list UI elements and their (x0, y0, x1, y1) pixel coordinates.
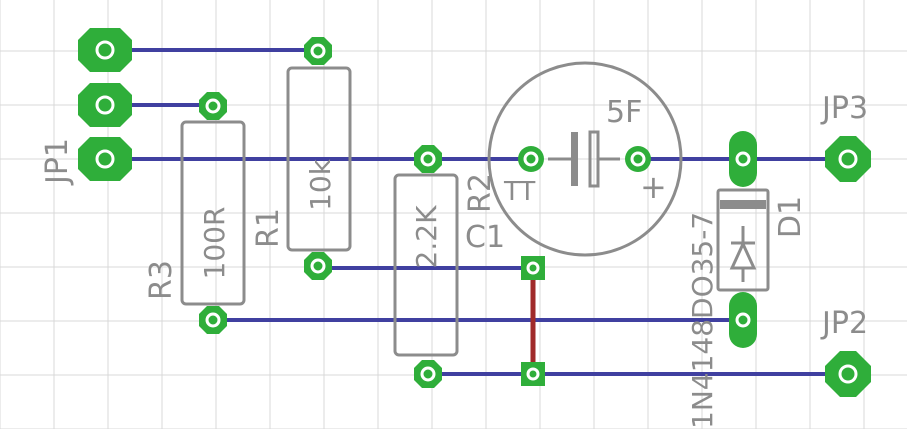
r2-hole-top (420, 151, 436, 167)
d1-body[interactable] (716, 188, 770, 292)
c1-plate-left (571, 132, 578, 186)
c1-hole-neg (523, 151, 539, 167)
r2-pad-top[interactable] (414, 145, 442, 173)
jp3-hole (838, 149, 858, 169)
d1-triangle (729, 240, 757, 270)
c1-body[interactable] (487, 61, 683, 257)
jp2-hole (838, 364, 858, 384)
jp1-hole-1 (95, 40, 115, 60)
labels: JP1 JP3 JP2 R1 10k R3 100R R2 2.2K C1 5F… (40, 91, 868, 429)
d1-cathode-band (720, 200, 766, 209)
r3-pad-bottom[interactable] (199, 306, 227, 334)
jp1-pad-1[interactable] (78, 28, 132, 72)
d1-symbol (720, 200, 766, 282)
r3-name-label: R3 (144, 260, 179, 300)
via-bottom[interactable] (521, 362, 545, 386)
r2-pad-bottom[interactable] (414, 360, 442, 388)
r1-pad-bottom[interactable] (304, 252, 332, 280)
jp1-hole-3 (95, 149, 115, 169)
c1-value-label: 5F (606, 95, 642, 130)
r2-name-label: R2 (463, 173, 498, 213)
pads (78, 28, 871, 397)
c1-name-label: C1 (465, 220, 505, 255)
r2-body[interactable] (393, 173, 459, 357)
d1-name-label: D1 (773, 196, 808, 238)
r3-hole-top (205, 98, 221, 114)
r2-value-label: 2.2K (410, 205, 443, 269)
r3-hole-bottom (205, 312, 221, 328)
r1-pad-top[interactable] (304, 37, 332, 65)
d1-hole-top (735, 151, 751, 167)
r3-pad-top[interactable] (199, 92, 227, 120)
jp3-label: JP3 (820, 91, 868, 126)
c1-pad-pos[interactable] (625, 146, 651, 172)
r1-name-label: R1 (251, 208, 286, 248)
d1-pad-bottom[interactable] (729, 292, 757, 348)
r1-hole-top (310, 43, 326, 59)
d1-pad-top[interactable] (729, 131, 757, 187)
r1-hole-bottom (310, 258, 326, 274)
c1-plates (548, 130, 620, 188)
r1-value-label: 10k (304, 158, 337, 211)
jp1-hole-2 (95, 95, 115, 115)
jp2-pad[interactable] (825, 351, 871, 397)
outlines (180, 61, 770, 357)
r2-hole-bottom (420, 366, 436, 382)
jp1-pad-3[interactable] (78, 137, 132, 181)
c1-plus-label: + (640, 168, 667, 206)
d1-value-label: 1N4148DO35-7 (686, 212, 719, 429)
jp1-label: JP1 (40, 138, 75, 186)
d1-hole-bottom (735, 312, 751, 328)
jp1-pad-2[interactable] (78, 83, 132, 127)
r1-body[interactable] (286, 66, 352, 252)
r3-value-label: 100R (198, 207, 231, 280)
jp3-pad[interactable] (825, 136, 871, 182)
via-bottom-hole (526, 367, 540, 381)
jp2-label: JP2 (820, 306, 868, 341)
via-top-hole (526, 261, 540, 275)
r3-body[interactable] (180, 120, 246, 306)
via-top[interactable] (521, 256, 545, 280)
c1-mark-label: TT (503, 177, 535, 207)
c1-pad-neg[interactable] (518, 146, 544, 172)
c1-hole-pos (630, 151, 646, 167)
